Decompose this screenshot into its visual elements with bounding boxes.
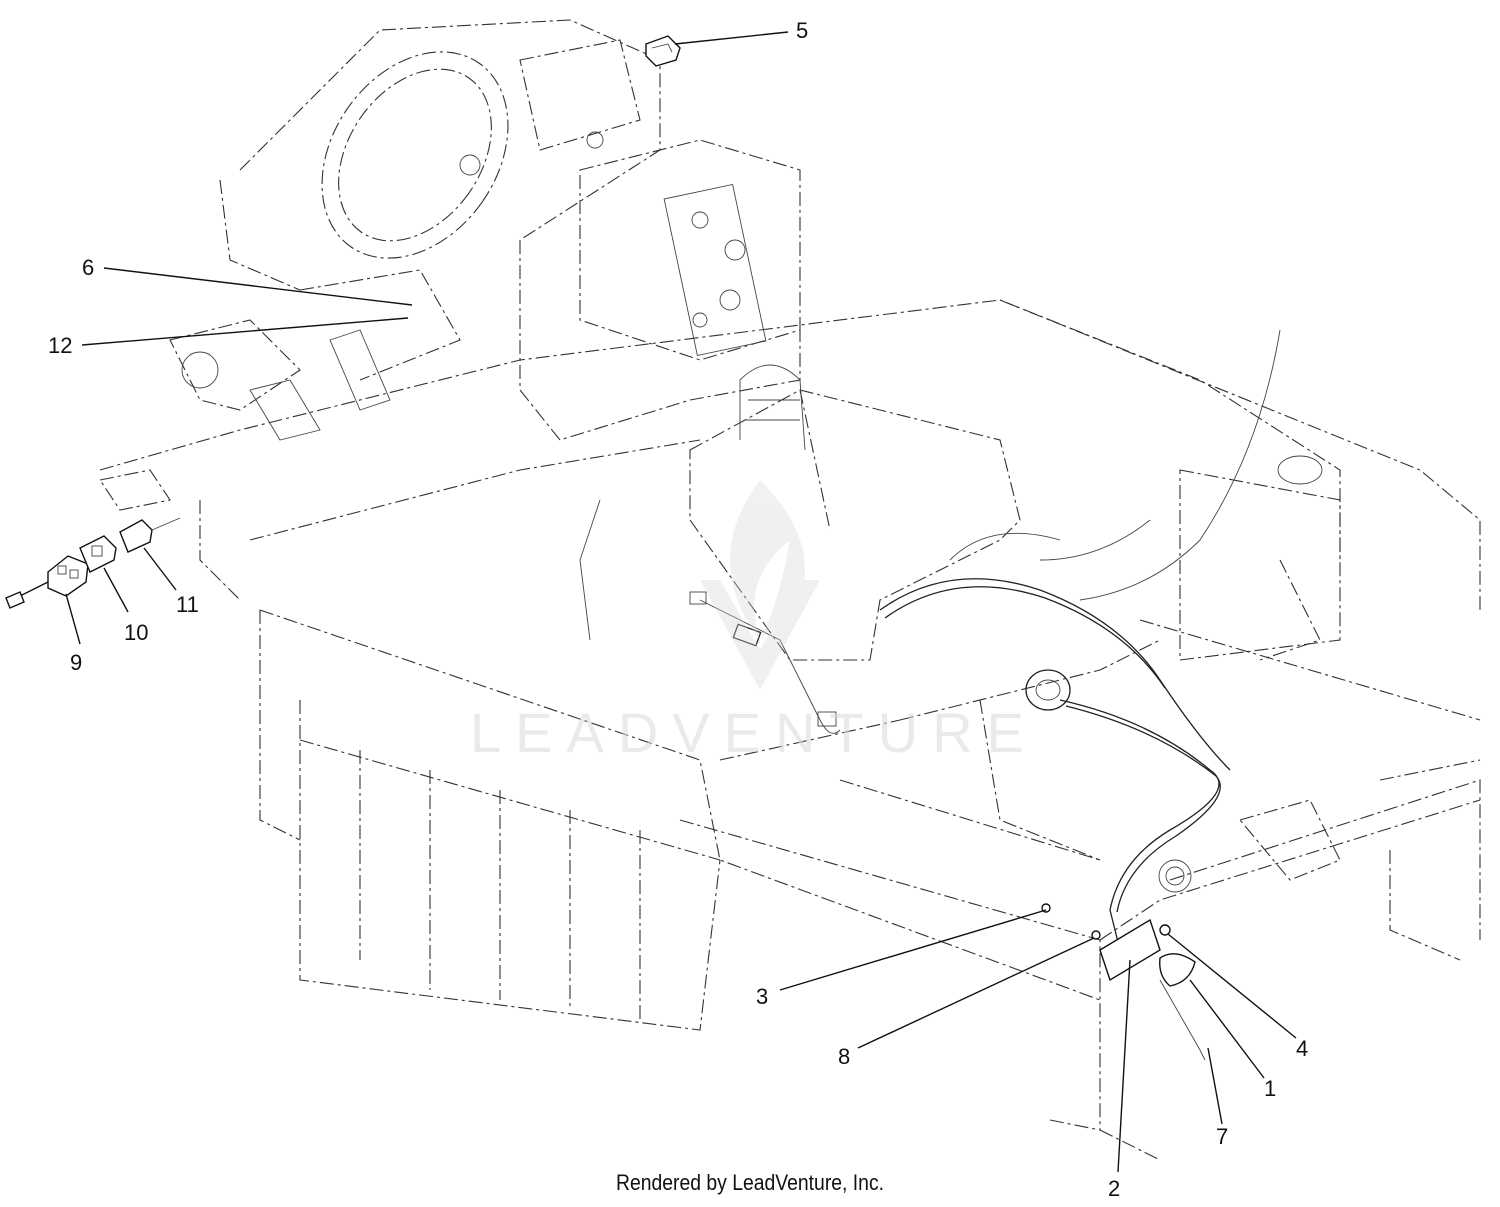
wire-harness (579, 499, 1231, 951)
switch-assembly (5, 517, 181, 609)
callout-4: 4 (1296, 1036, 1308, 1061)
callout-6: 6 (82, 255, 94, 280)
callout-10: 10 (124, 620, 148, 645)
rendered-by-footer: Rendered by LeadVenture, Inc. (615, 1170, 885, 1195)
callout-3: 3 (756, 984, 768, 1009)
callout-5: 5 (796, 18, 808, 43)
callout-1: 1 (1264, 1076, 1276, 1101)
pedal-area (99, 269, 461, 511)
watermark-text: LEADVENTURE (470, 701, 1038, 764)
callout-7: 7 (1216, 1124, 1228, 1149)
rear-bracket (1041, 859, 1206, 1061)
callout-9: 9 (70, 650, 82, 675)
callout-12: 12 (48, 333, 72, 358)
tank-housing (689, 329, 1341, 661)
steering-and-dash (219, 19, 801, 441)
watermark-logo (700, 480, 820, 690)
callout-8: 8 (838, 1044, 850, 1069)
callout-2: 2 (1108, 1176, 1120, 1201)
hour-meter (645, 35, 681, 67)
callout-11: 11 (176, 592, 199, 617)
leader-lines (65, 31, 1297, 1173)
